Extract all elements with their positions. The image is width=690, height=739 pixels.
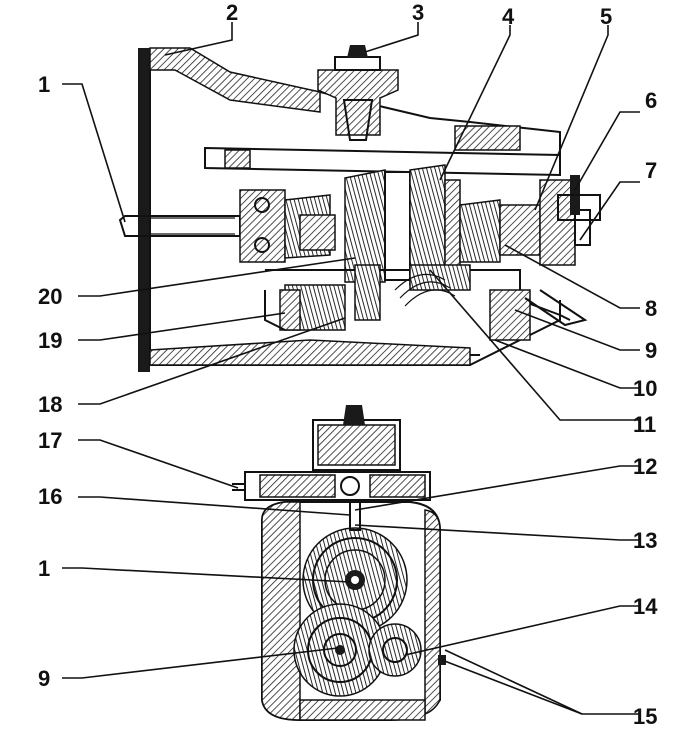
leader-lines [62, 22, 640, 715]
label-9-top: 9 [645, 338, 657, 363]
label-15: 15 [633, 704, 657, 729]
label-16: 16 [38, 484, 62, 509]
label-19: 19 [38, 328, 62, 353]
leader-16 [78, 496, 351, 516]
leader-11 [429, 269, 640, 421]
longitudinal-section [118, 45, 601, 372]
transverse-section [232, 405, 446, 721]
leader-4 [439, 25, 511, 181]
leader-15a [444, 649, 640, 715]
leader-1-bottom [62, 567, 351, 583]
leader-7 [579, 181, 640, 241]
label-6: 6 [645, 88, 657, 113]
label-18: 18 [38, 392, 62, 417]
leader-3 [364, 22, 419, 53]
label-17: 17 [38, 428, 62, 453]
leader-6 [574, 111, 640, 191]
leader-8 [504, 244, 640, 309]
leader-14 [404, 605, 640, 656]
leader-2 [164, 22, 233, 56]
label-13: 13 [633, 528, 657, 553]
leader-9-top [514, 309, 640, 351]
leader-20 [78, 257, 356, 297]
label-12: 12 [633, 454, 657, 479]
label-10: 10 [633, 376, 657, 401]
label-20: 20 [38, 284, 62, 309]
label-11: 11 [633, 412, 656, 437]
label-1-top: 1 [38, 72, 50, 97]
label-3: 3 [412, 0, 424, 25]
leader-17 [78, 439, 239, 489]
label-14: 14 [633, 594, 658, 619]
callout-labels: 1 2 3 4 5 6 7 8 9 10 11 12 13 14 15 16 1… [38, 0, 658, 729]
label-5: 5 [600, 4, 612, 29]
leader-19 [78, 312, 286, 341]
leader-5 [534, 25, 609, 211]
label-4: 4 [502, 4, 515, 29]
leader-12 [354, 465, 640, 511]
leader-18 [78, 317, 346, 405]
label-1-bottom: 1 [38, 556, 50, 581]
leader-9-bottom [62, 647, 339, 679]
label-7: 7 [645, 158, 657, 183]
leader-15b [441, 659, 583, 715]
leader-10 [494, 339, 640, 389]
label-8: 8 [645, 296, 657, 321]
leader-1-top [62, 83, 126, 223]
label-9-bottom: 9 [38, 666, 50, 691]
label-2: 2 [226, 0, 238, 25]
leader-13 [354, 524, 640, 541]
